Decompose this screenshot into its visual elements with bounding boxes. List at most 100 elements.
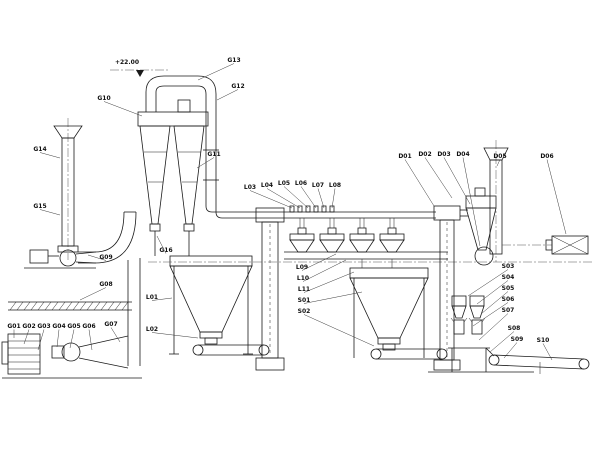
leader-line-S03: [467, 269, 509, 297]
packing-station: [428, 295, 534, 373]
leader-line-L01: [151, 297, 173, 301]
equipment-label-S04: S04: [502, 274, 515, 281]
leader-line-G14: [39, 152, 61, 159]
leader-line-G16: [156, 235, 167, 254]
leader-line-S08: [489, 331, 515, 353]
leader-line-L07: [317, 188, 325, 209]
equipment-label-S03: S03: [502, 263, 515, 270]
equipment-label-G01: G01: [7, 323, 20, 330]
equipment-label-L08: L08: [329, 182, 341, 189]
fan-circle-icon: [59, 249, 77, 267]
leader-line-G07: [110, 327, 121, 343]
equipment-label-L01: L01: [146, 294, 158, 301]
equipment-label-G12: G12: [231, 83, 244, 90]
equipment-label-G02: G02: [22, 323, 35, 330]
elevation-marker-label: +22.00: [115, 59, 139, 66]
leader-line-D02: [424, 157, 453, 199]
leader-line-G10: [103, 101, 143, 117]
right-exhaust-stack: [483, 140, 509, 262]
leader-line-L02: [151, 332, 199, 339]
equipment-label-G04: G04: [52, 323, 65, 330]
equipment-label-L04: L04: [261, 182, 273, 189]
equipment-label-D04: D04: [456, 151, 469, 158]
leader-line-L06: [300, 186, 317, 209]
equipment-label-G14: G14: [33, 146, 46, 153]
equipment-label-L05: L05: [278, 180, 290, 187]
equipment-label-G15: G15: [33, 203, 46, 210]
right-cyclone-and-fan: [460, 187, 497, 266]
screw-conveyor-1: [192, 344, 270, 356]
leader-line-L09: [301, 253, 337, 271]
leader-line-G15: [39, 209, 61, 216]
equipment-label-G16: G16: [159, 247, 172, 254]
equipment-label-S06: S06: [502, 296, 515, 303]
equipment-label-L09: L09: [296, 264, 308, 271]
equipment-label-L06: L06: [295, 180, 307, 187]
discharge-belt-conveyor: [485, 347, 590, 374]
equipment-label-L07: L07: [312, 182, 324, 189]
equipment-label-S02: S02: [298, 308, 311, 315]
leader-line-L10: [302, 259, 347, 282]
equipment-label-S08: S08: [508, 325, 521, 332]
equipment-label-D03: D03: [437, 151, 450, 158]
distribution-pipe-fittings: [289, 205, 335, 213]
leader-line-G13: [197, 63, 235, 81]
left-exhaust-stack: [53, 118, 83, 260]
leader-line-G04: [56, 329, 60, 348]
leader-line-G06: [88, 329, 93, 351]
equipment-label-L10: L10: [297, 275, 309, 282]
leader-line-S02: [303, 314, 375, 347]
leader-line-D01: [404, 159, 435, 207]
leader-line-G03: [37, 329, 45, 351]
equipment-label-D05: D05: [493, 153, 506, 160]
leader-line-G11: [196, 157, 215, 169]
equipment-label-S01: S01: [298, 297, 311, 304]
equipment-label-G09: G09: [99, 254, 112, 261]
leader-line-L11: [303, 271, 355, 293]
leader-line-S06: [472, 302, 509, 327]
bucket-elevator-2: [433, 205, 461, 371]
leader-line-G05: [69, 329, 75, 349]
leader-line-L03: [249, 190, 293, 209]
bag-icon: [471, 319, 483, 335]
equipment-label-S09: S09: [511, 336, 524, 343]
equipment-label-G08: G08: [99, 281, 112, 288]
leader-line-S10: [542, 343, 553, 361]
equipment-label-G05: G05: [67, 323, 80, 330]
product-hopper-2: [349, 267, 429, 358]
combustion-fan-icon: [61, 342, 81, 362]
equipment-label-L11: L11: [298, 286, 310, 293]
leader-line-S05: [480, 291, 509, 315]
rotary-valve: [149, 223, 161, 232]
elevation-triangle-icon: [136, 70, 144, 77]
equipment-label-S07: S07: [502, 307, 515, 314]
elevation-marker: +22.00: [110, 59, 170, 77]
equipment-label-L02: L02: [146, 326, 158, 333]
equipment-label-S05: S05: [502, 285, 515, 292]
leader-line-G08: [79, 287, 107, 301]
leader-line-D05: [496, 159, 501, 167]
leader-line-S07: [478, 313, 509, 341]
equipment-label-D01: D01: [398, 153, 411, 160]
induced-draft-fan: [24, 249, 97, 269]
right-fan-icon: [474, 246, 494, 266]
leader-line-G12: [216, 89, 239, 101]
equipment-label-G06: G06: [82, 323, 95, 330]
equipment-label-D06: D06: [540, 153, 553, 160]
leader-line-S09: [503, 342, 518, 359]
leader-line-L05: [283, 186, 309, 209]
rotary-valve: [183, 223, 195, 232]
equipment-label-G13: G13: [227, 57, 240, 64]
equipment-label-G07: G07: [104, 321, 117, 328]
leader-line-L04: [266, 188, 301, 209]
leader-line-G02: [23, 329, 30, 345]
damper-box: [502, 235, 589, 255]
leader-line-L08: [331, 188, 336, 209]
leader-line-S04: [476, 280, 509, 305]
twin-cyclone-separator: [137, 99, 209, 256]
classifier-units: [284, 218, 448, 268]
hot-gas-riser-duct: [127, 258, 141, 366]
bucket-elevator-1: [255, 207, 285, 371]
leader-line-S01: [303, 291, 363, 304]
